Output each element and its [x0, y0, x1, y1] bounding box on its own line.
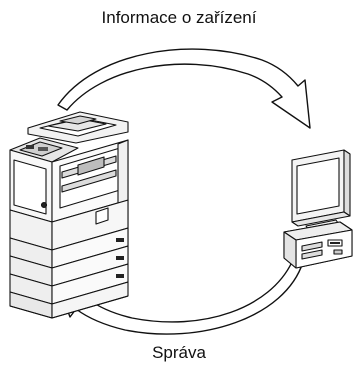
management-label: Správa [152, 343, 206, 362]
desktop-computer-icon [283, 149, 353, 269]
arrow-to-computer [57, 48, 311, 129]
multifunction-printer-icon [9, 111, 129, 319]
device-information-label: Informace o zařízení [101, 8, 257, 27]
